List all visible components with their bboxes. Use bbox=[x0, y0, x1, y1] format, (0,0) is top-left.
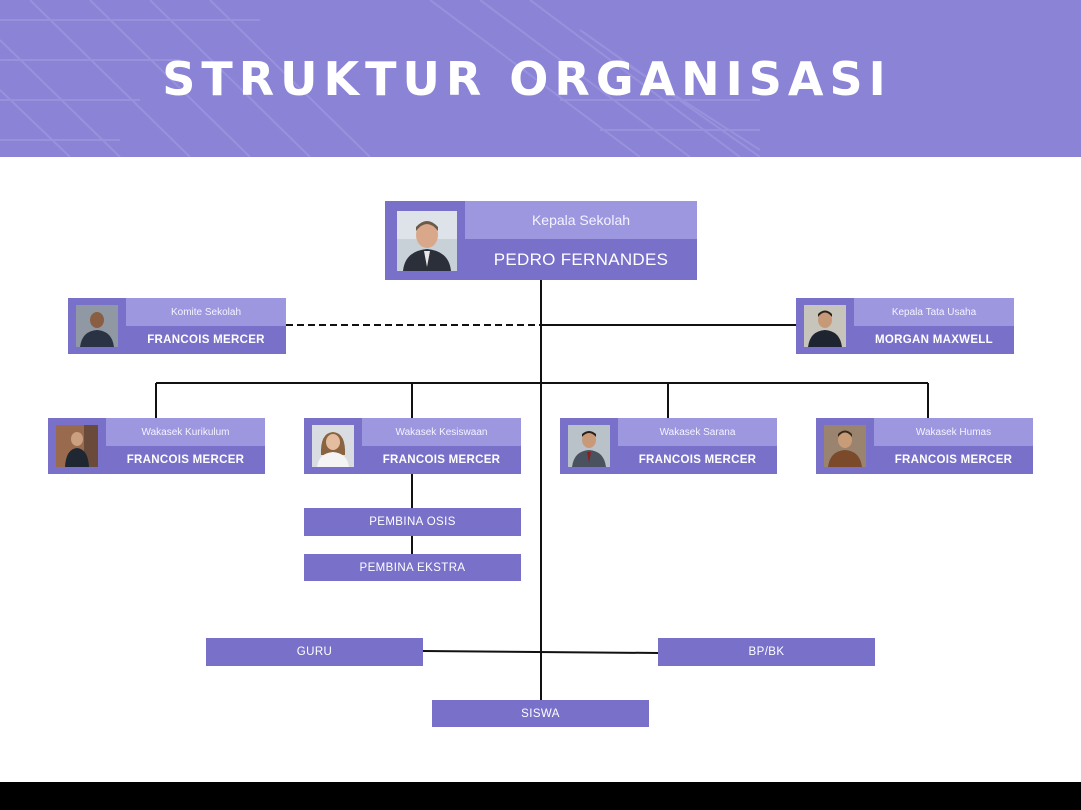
name-label: FRANCOIS MERCER bbox=[382, 454, 501, 466]
org-node-pembina-osis: PEMBINA OSIS bbox=[304, 508, 521, 536]
name-label: FRANCOIS MERCER bbox=[147, 334, 265, 346]
person-photo-icon bbox=[568, 425, 610, 467]
footer-bar bbox=[0, 782, 1081, 810]
org-node-bp-bk: BP/BK bbox=[658, 638, 875, 666]
role-label: Kepala Tata Usaha bbox=[854, 298, 1014, 326]
org-node-kepala-sekolah: Kepala Sekolah PEDRO FERNANDES bbox=[385, 201, 697, 280]
person-photo-icon bbox=[312, 425, 354, 467]
role-label: Wakasek Kurikulum bbox=[106, 418, 265, 446]
guru-bpbk-line bbox=[422, 650, 659, 654]
role-label: Wakasek Humas bbox=[874, 418, 1033, 446]
person-photo-icon bbox=[804, 305, 846, 347]
person-photo-icon bbox=[76, 305, 118, 347]
person-photo-icon bbox=[397, 211, 457, 271]
org-node-guru: GURU bbox=[206, 638, 423, 666]
org-node-pembina-ekstra: PEMBINA EKSTRA bbox=[304, 554, 521, 581]
role-label: Wakasek Sarana bbox=[618, 418, 777, 446]
name-label: MORGAN MAXWELL bbox=[875, 334, 993, 346]
name-label: FRANCOIS MERCER bbox=[894, 454, 1013, 466]
org-node-wakasek-kesiswaan: Wakasek Kesiswaan FRANCOIS MERCER bbox=[304, 418, 521, 474]
name-label: PEDRO FERNANDES bbox=[493, 249, 669, 269]
org-node-siswa: SISWA bbox=[432, 700, 649, 727]
org-node-wakasek-humas: Wakasek Humas FRANCOIS MERCER bbox=[816, 418, 1033, 474]
header-banner: STRUKTUR ORGANISASI bbox=[0, 0, 1081, 157]
role-label: Kepala Sekolah bbox=[465, 201, 697, 239]
person-photo-icon bbox=[56, 425, 98, 467]
org-node-kepala-tata-usaha: Kepala Tata Usaha MORGAN MAXWELL bbox=[796, 298, 1014, 354]
name-label: FRANCOIS MERCER bbox=[126, 454, 245, 466]
org-node-wakasek-kurikulum: Wakasek Kurikulum FRANCOIS MERCER bbox=[48, 418, 265, 474]
role-label: Komite Sekolah bbox=[126, 298, 286, 326]
org-node-wakasek-sarana: Wakasek Sarana FRANCOIS MERCER bbox=[560, 418, 777, 474]
org-node-komite-sekolah: Komite Sekolah FRANCOIS MERCER bbox=[68, 298, 286, 354]
role-label: Wakasek Kesiswaan bbox=[362, 418, 521, 446]
building-pattern-graphic bbox=[0, 0, 761, 157]
name-label: FRANCOIS MERCER bbox=[638, 454, 757, 466]
page-title: STRUKTUR ORGANISASI bbox=[162, 52, 892, 106]
person-photo-icon bbox=[824, 425, 866, 467]
